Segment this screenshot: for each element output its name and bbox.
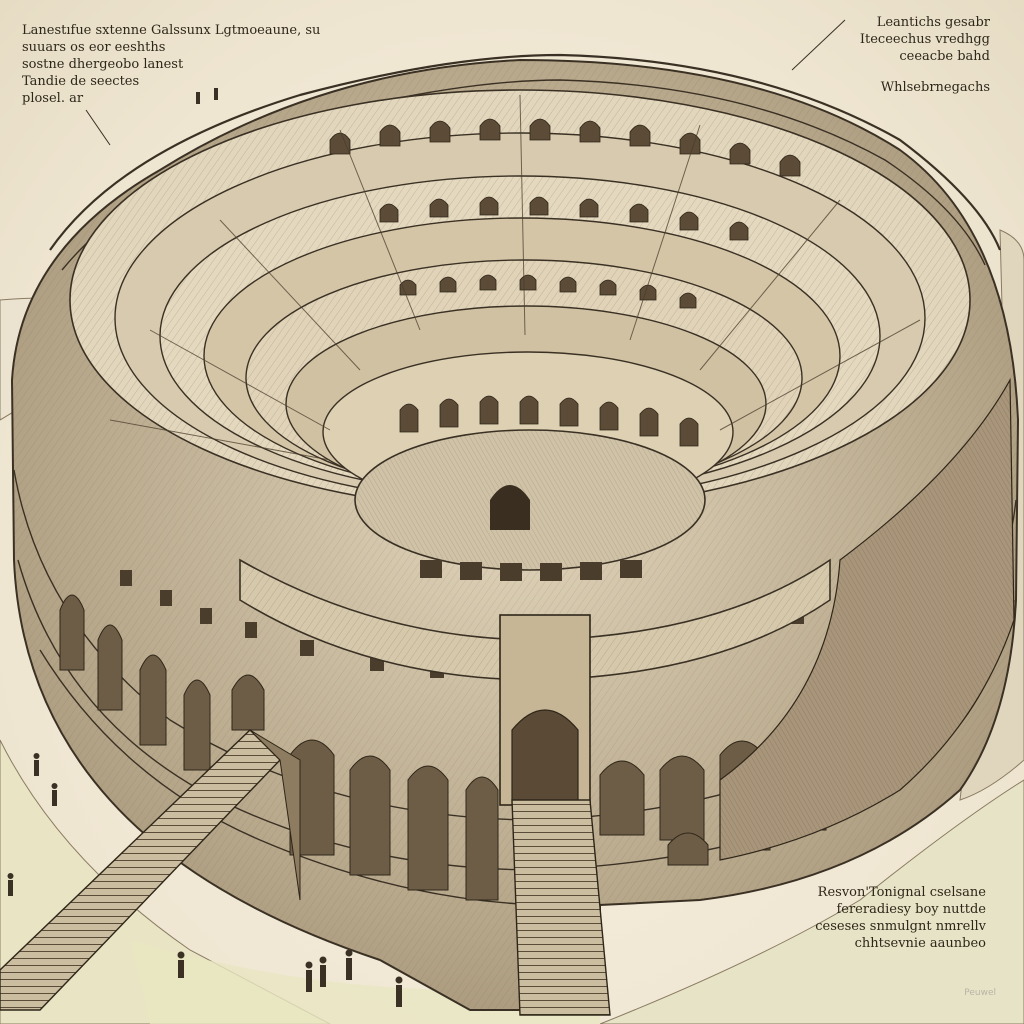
figures — [7, 88, 403, 1007]
annotation-line: Iteceechus vredhgg — [859, 32, 990, 47]
right-masonry — [719, 377, 1015, 861]
annotation-bottom-right: Resvon'Tonignal cselsane fereradiesy boy… — [815, 884, 986, 952]
radial-aisles — [109, 94, 921, 461]
annotation-line: Whlsebrnegachs — [880, 80, 990, 95]
annotation-top-left: Lanestıfue sxtenne Galssunx Lgtmoeaune, … — [22, 22, 320, 107]
annotation-line: suuars os eor eeshths — [22, 40, 166, 55]
annotation-top-right: Leantichs gesabr Iteceechus vredhgg ceea… — [860, 14, 990, 96]
main-entrance — [499, 614, 611, 1016]
annotation-line: Resvon'Tonignal cselsane — [817, 885, 986, 900]
arena-floor — [354, 429, 706, 581]
annotation-line: Leantichs gesabr — [876, 15, 990, 30]
annotation-line: ceseses snmulgnt nmrellv — [815, 919, 986, 934]
annotation-line: ceeacbe bahd — [899, 49, 990, 64]
annotation-line: Lanestıfue sxtenne Galssunx Lgtmoeaune, … — [22, 23, 321, 38]
annotation-line: chhtsevnie aaunbeo — [854, 936, 986, 951]
left-stairway — [0, 729, 301, 1011]
annotation-line: plosel. ar — [22, 91, 84, 106]
annotation-leaders — [85, 19, 846, 146]
annotation-line: sostne dhergeobo lanest — [22, 57, 184, 72]
annotation-line: fereradiesy boy nuttde — [836, 902, 986, 917]
watermark: Peuwel — [964, 988, 996, 998]
annotation-line: Tandie de seectes — [22, 74, 140, 89]
cutaway-platform — [239, 558, 831, 681]
